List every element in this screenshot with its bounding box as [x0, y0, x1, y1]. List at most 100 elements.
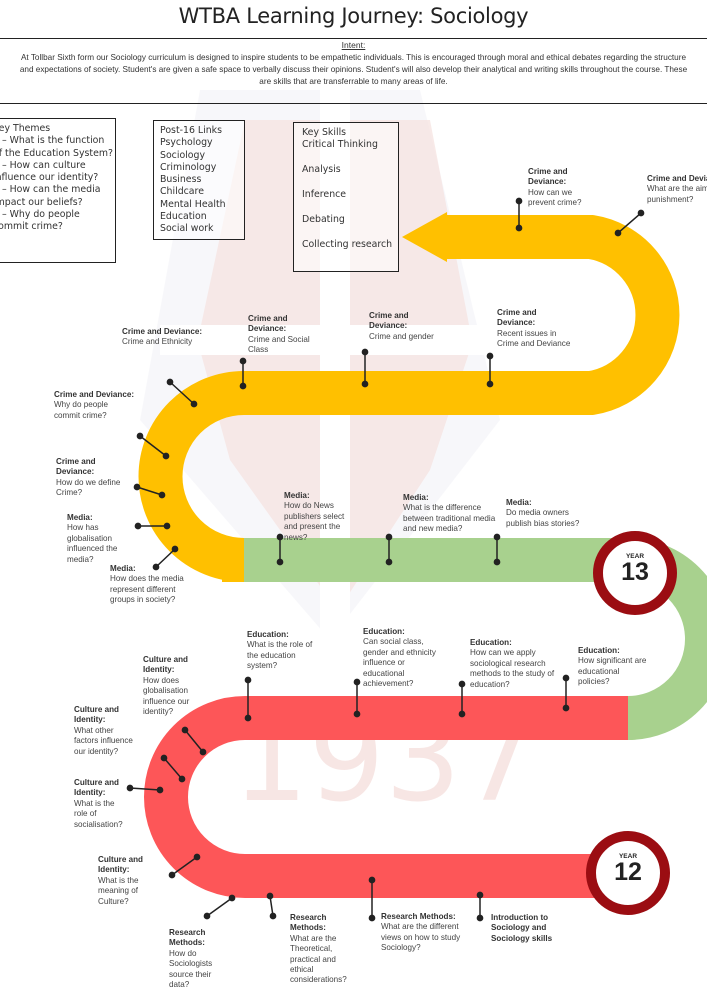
post16-item: Sociology [160, 149, 206, 161]
milestone-label: Education:How can we apply sociological … [470, 638, 562, 690]
milestone-question: How can we prevent crime? [528, 187, 582, 208]
intent-box [0, 38, 707, 104]
milestone-label: Media:What is the difference between tra… [403, 493, 499, 535]
milestone-label: Crime and Deviance:Recent issues in Crim… [497, 308, 573, 350]
milestone-question: Can social class, gender and ethnicity i… [363, 637, 436, 689]
year-number: 13 [621, 558, 649, 586]
year-13-label: YEAR 13 [605, 553, 665, 586]
milestone-question: What is the role of the education system… [247, 640, 313, 671]
milestone-topic: Crime and Deviance: [248, 314, 288, 334]
milestone-label: Culture and Identity:How does globalisat… [143, 655, 201, 717]
year-13-badge [593, 531, 677, 615]
post16-item: Mental Health [160, 198, 226, 210]
milestone-label: Media:How does the media represent diffe… [110, 564, 186, 606]
post16-item: Childcare [160, 186, 204, 198]
year-number: 12 [614, 858, 642, 886]
key-theme-line: of the Education System? [0, 147, 113, 159]
milestone-topic: Crime and Deviance: [528, 167, 568, 187]
milestone-topic: Culture and Identity: [74, 778, 119, 798]
key-theme-line: influence our identity? [0, 172, 99, 184]
post16-links-box: Post-16 Links Psychology Sociology Crimi… [153, 120, 245, 240]
milestone-question: What are the aims of punishment? [647, 184, 707, 204]
key-themes-heading: Key Themes [0, 123, 51, 134]
key-skills-box: Key Skills Critical Thinking Analysis In… [293, 122, 399, 272]
milestone-topic: Crime and Deviance: [56, 457, 96, 477]
year-word: YEAR [625, 553, 645, 560]
key-skill-item: Debating [302, 214, 345, 225]
milestone-topic: Research Methods: [169, 928, 206, 948]
milestone-question: Crime and Social Class [248, 334, 310, 355]
milestone-topic: Crime and Deviance: [497, 308, 537, 328]
post16-item: Education [160, 211, 207, 223]
milestone-label: Crime and Deviance:Crime and Ethnicity [122, 327, 206, 348]
milestone-question: What is the difference between tradition… [403, 503, 496, 534]
milestone-question: Crime and gender [369, 331, 434, 341]
milestone-topic: Crime and Deviance: [647, 174, 707, 183]
key-skill-item: Analysis [302, 164, 341, 175]
post16-item: Business [160, 174, 202, 186]
road-arrowhead [402, 212, 447, 262]
milestone-label: Education:How significant are educationa… [578, 646, 650, 688]
milestone-question: How does globalisation influence our ide… [143, 675, 190, 717]
milestone-label: Education:Can social class, gender and e… [363, 627, 443, 689]
milestone-topic: Education: [470, 638, 512, 647]
key-skill-item: Collecting research [302, 239, 393, 250]
milestone-question: What other factors influence our identit… [74, 725, 133, 756]
key-skills-heading: Key Skills [302, 127, 347, 138]
post16-item: Criminology [160, 161, 217, 173]
milestone-label: Introduction to Sociology and Sociology … [491, 913, 571, 944]
milestone-topic: Research Methods: [290, 913, 327, 933]
key-theme-line: commit crime? [0, 221, 63, 233]
milestone-label: Crime and Deviance:How can we prevent cr… [528, 167, 598, 209]
milestone-topic: Media: [67, 513, 93, 522]
milestone-topic: Introduction to Sociology and Sociology … [491, 913, 553, 943]
milestone-label: Media:How has globalisation influenced t… [67, 513, 131, 565]
milestone-topic: Education: [247, 630, 289, 639]
year-word: YEAR [618, 853, 638, 860]
post16-heading: Post-16 Links [160, 125, 222, 136]
milestone-question: What is the meaning of Culture? [98, 875, 139, 906]
year-12-label: YEAR 12 [598, 853, 658, 886]
year-12-badge [586, 831, 670, 915]
milestone-label: Education:What is the role of the educat… [247, 630, 317, 672]
milestone-label: Media:Do media owners publish bias stori… [506, 498, 584, 529]
milestone-label: Crime and Deviance: Why do people commit… [54, 390, 136, 421]
post16-item: Psychology [160, 137, 213, 149]
milestone-label: Research Methods:How do Sociologists sou… [169, 928, 224, 990]
milestone-pins [126, 197, 645, 922]
milestone-label: Crime and Deviance:What are the aims of … [647, 174, 707, 205]
key-theme-line: 3 – How can the media [0, 184, 101, 196]
milestone-question: What are the different views on how to s… [381, 922, 461, 953]
milestone-question: Why do people commit crime? [54, 400, 108, 420]
milestone-topic: Media: [284, 491, 310, 500]
intent-line: and expectations of society. Student's a… [19, 65, 688, 74]
milestone-question: What is the role of socialisation? [74, 798, 123, 829]
milestone-label: Media:How do News publishers select and … [284, 491, 360, 543]
key-skill-item: Critical Thinking [302, 139, 378, 150]
milestone-question: Do media owners publish bias stories? [506, 508, 580, 528]
milestone-topic: Crime and Deviance: [122, 327, 203, 336]
milestone-topic: Education: [363, 627, 405, 636]
post16-item: Social work [160, 223, 214, 235]
milestone-topic: Education: [578, 646, 620, 655]
milestone-label: Crime and Deviance:How do we define Crim… [56, 457, 132, 499]
milestone-label: Crime and Deviance:Crime and gender [369, 311, 449, 342]
milestone-question: How do Sociologists source their data? [169, 948, 213, 990]
milestone-question: How significant are educational policies… [578, 656, 647, 687]
milestone-question: How do News publishers select and presen… [284, 501, 345, 542]
milestone-label: Research Methods:What are the Theoretica… [290, 913, 360, 986]
milestone-topic: Media: [110, 564, 136, 573]
key-theme-line: 4 – Why do people [0, 209, 80, 221]
milestone-topic: Media: [506, 498, 532, 507]
milestone-topic: Crime and Deviance: [54, 390, 135, 399]
milestone-topic: Crime and Deviance: [369, 311, 409, 331]
milestone-label: Research Methods:What are the different … [381, 912, 473, 954]
road-yellow-segment [138, 215, 680, 582]
milestone-question: How can we apply sociological research m… [470, 648, 555, 689]
milestone-topic: Culture and Identity: [98, 855, 143, 875]
milestone-topic: Culture and Identity: [143, 655, 188, 675]
milestone-question: How has globalisation influenced the med… [67, 523, 118, 564]
milestone-topic: Media: [403, 493, 429, 502]
milestone-question: Crime and Ethnicity [122, 337, 193, 347]
milestone-question: How does the media represent different g… [110, 574, 184, 605]
